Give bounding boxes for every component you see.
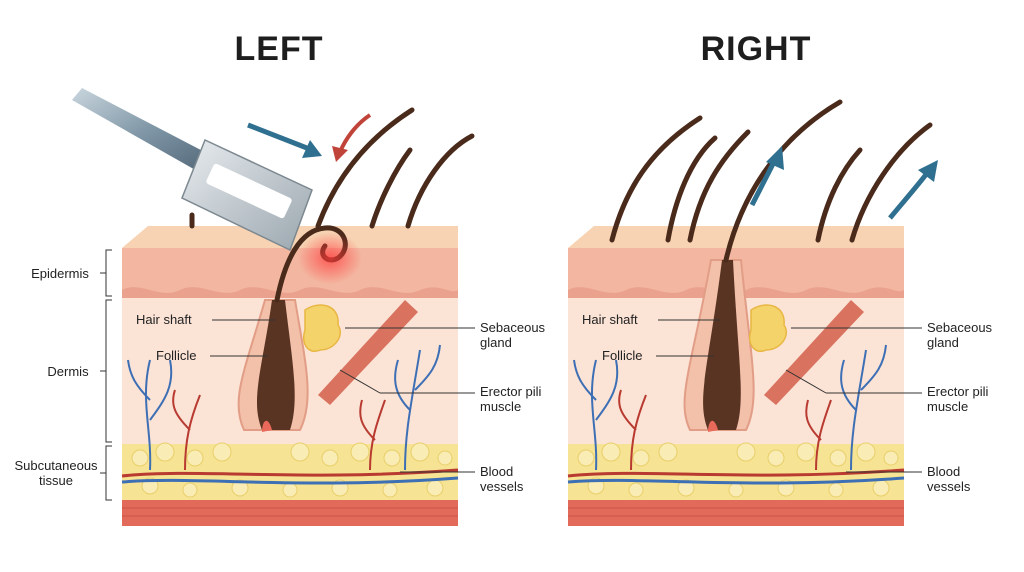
right-label-follicle: Follicle bbox=[602, 348, 643, 363]
growth-arrow-icon bbox=[888, 170, 930, 220]
right-label-blood-vessels: Blood vessels bbox=[927, 464, 971, 494]
layer-label-subcutaneous: Subcutaneous tissue bbox=[14, 458, 98, 488]
growth-arrow-icon bbox=[749, 158, 778, 207]
left-label-sebaceous-gland: Sebaceous gland bbox=[480, 320, 546, 350]
right-label-erector-pili: Erector pili muscle bbox=[927, 384, 989, 414]
layer-label-epidermis: Epidermis bbox=[31, 266, 89, 281]
left-label-hair-shaft: Hair shaft bbox=[136, 312, 192, 327]
left-label-erector-pili: Erector pili muscle bbox=[480, 384, 542, 414]
motion-arrow-icon bbox=[247, 122, 313, 153]
left-label-blood-vessels: Blood vessels bbox=[480, 464, 524, 494]
right-label-hair-shaft: Hair shaft bbox=[582, 312, 638, 327]
left-label-follicle: Follicle bbox=[156, 348, 197, 363]
razor-icon bbox=[72, 88, 313, 252]
right-panel-title: RIGHT bbox=[700, 30, 812, 68]
layer-label-dermis: Dermis bbox=[47, 364, 89, 379]
left-panel-title: LEFT bbox=[234, 30, 324, 68]
motion-arrowhead-icon bbox=[302, 140, 322, 158]
right-label-sebaceous-gland: Sebaceous gland bbox=[927, 320, 993, 350]
